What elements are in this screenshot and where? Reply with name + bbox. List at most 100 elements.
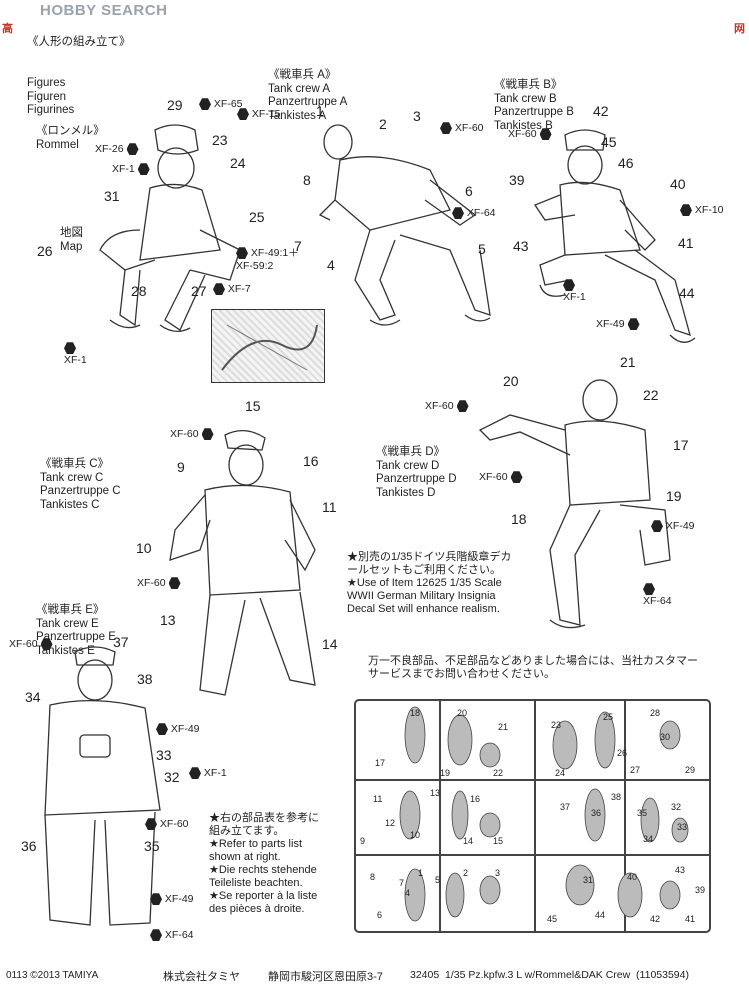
part-number-44: 44	[679, 285, 695, 301]
part-number-46: 46	[618, 155, 634, 171]
part-number-41: 41	[678, 235, 694, 251]
part-number-21: 21	[620, 354, 636, 370]
part-number-10: 10	[136, 540, 152, 556]
paint-hex-icon	[563, 279, 575, 292]
paint-hex-icon	[440, 122, 452, 135]
paint-callout-xf1-rommel: XF-1	[64, 342, 87, 366]
part-number-16: 16	[303, 453, 319, 469]
sprue-number: 35	[637, 808, 648, 818]
sprue-number: 4	[405, 888, 411, 898]
part-number-28: 28	[131, 283, 147, 299]
sprue-number: 38	[611, 792, 622, 802]
sprue-number: 15	[493, 836, 504, 846]
part-number-5: 5	[478, 241, 486, 257]
defect-note: 万一不良部品、不足部品などありました場合には、当社カスタマー サービスまでお問い…	[368, 655, 698, 680]
paint-hex-icon	[168, 577, 181, 590]
sprue-number: 23	[551, 720, 562, 730]
sprue-number: 22	[493, 768, 504, 778]
crew-e-figure-drawing	[44, 646, 161, 926]
watermark-logo-left: 高	[2, 23, 13, 35]
decal-note-jp: ★別売の1/35ドイツ兵階級章デカ ールセットもご利用ください。	[347, 551, 512, 576]
paint-callout-xf64-d: XF-64	[643, 583, 672, 607]
part-number-18: 18	[511, 511, 527, 527]
paint-hex-icon	[137, 163, 150, 176]
paint-hex-icon	[651, 520, 663, 533]
paint-callout-xf60-d: XF-60	[425, 400, 469, 413]
part-number-37: 37	[113, 634, 129, 650]
paint-hex-icon	[201, 428, 214, 441]
footer-product: 32405 1/35 Pz.kpfw.3 L w/Rommel&DAK Crew…	[410, 969, 689, 981]
paint-hex-icon	[237, 108, 249, 121]
sprue-number: 20	[457, 708, 468, 718]
sprue-number: 34	[643, 834, 654, 844]
paint-callout-xf49-d: XF-49	[651, 520, 695, 533]
sprue-number-labels: 18 20 21 17 19 22 24 23 25 28 30 26 27 2…	[355, 700, 715, 936]
paint-callout-xf60-a: XF-60	[440, 122, 484, 135]
rommel-heading: 《ロンメル》Rommel	[36, 125, 105, 151]
sprue-number: 6	[377, 910, 383, 920]
paint-callout-xf49-e: XF-49	[156, 723, 200, 736]
paint-callout-xf49-59: XF-49:1＋ XF-59:2	[236, 247, 299, 272]
sprue-number: 27	[630, 765, 641, 775]
paint-hex-icon	[643, 583, 655, 596]
map-inset	[211, 309, 325, 383]
crew-b-figure-drawing	[534, 129, 696, 343]
part-number-23: 23	[212, 132, 228, 148]
sprue-number: 36	[591, 808, 602, 818]
sprue-number: 41	[685, 914, 696, 924]
paint-callout-xf49-e2: XF-49	[150, 893, 194, 906]
crew-a-figure-drawing	[318, 124, 491, 326]
sprue-number: 26	[617, 748, 628, 758]
paint-callout-xf10: XF-10	[680, 204, 724, 217]
paint-callout-xf1: XF-1	[112, 163, 150, 176]
paint-callout-xf1-b: XF-1	[563, 279, 586, 303]
sprue-number: 7	[399, 878, 405, 888]
paint-hex-icon	[156, 723, 168, 736]
part-number-35: 35	[144, 838, 160, 854]
figures-heading-jp: 《人形の組み立て》	[27, 36, 131, 48]
part-number-6: 6	[465, 183, 473, 199]
part-number-20: 20	[503, 373, 519, 389]
part-number-7: 7	[294, 238, 302, 254]
sprue-number: 45	[547, 914, 558, 924]
sprue-number: 42	[650, 914, 661, 924]
sprue-number: 2	[463, 868, 469, 878]
sprue-number: 11	[373, 794, 383, 804]
paint-callout-xf26: XF-26	[95, 143, 139, 156]
paint-hex-icon	[539, 128, 552, 141]
paint-hex-icon	[452, 207, 464, 220]
sprue-number: 43	[675, 865, 686, 875]
part-number-2: 2	[379, 116, 387, 132]
sprue-number: 21	[498, 722, 509, 732]
paint-callout-xf60-d2: XF-60	[479, 471, 523, 484]
paint-hex-icon	[456, 400, 469, 413]
crew-c-figure-drawing	[169, 430, 316, 696]
sprue-number: 25	[603, 712, 614, 722]
paint-hex-icon	[145, 818, 157, 831]
part-number-1: 1	[316, 103, 324, 119]
sprue-number: 9	[360, 836, 366, 846]
paint-callout-xf49-b: XF-49	[596, 318, 640, 331]
paint-hex-icon	[510, 471, 523, 484]
part-number-22: 22	[643, 387, 659, 403]
sprue-number: 28	[650, 708, 661, 718]
sprue-number: 40	[627, 872, 638, 882]
decal-note-en: ★Use of Item 12625 1/35 Scale WWII Germa…	[347, 577, 502, 615]
paint-hex-icon	[213, 283, 225, 296]
sprue-number: 17	[375, 758, 386, 768]
paint-callout-xf65: XF-65	[199, 98, 243, 111]
part-number-32: 32	[164, 769, 180, 785]
paint-callout-xf60-e: XF-60	[9, 638, 53, 651]
part-number-39: 39	[509, 172, 525, 188]
paint-hex-icon	[150, 929, 162, 942]
crew-d-figure-drawing	[478, 379, 671, 629]
part-number-40: 40	[670, 176, 686, 192]
paint-callout-xf60-c: XF-60	[170, 428, 214, 441]
footer-copyright: 0113 ©2013 TAMIYA	[6, 970, 99, 981]
sprue-number: 29	[685, 765, 696, 775]
paint-hex-icon	[126, 143, 139, 156]
paint-hex-icon	[199, 98, 211, 111]
